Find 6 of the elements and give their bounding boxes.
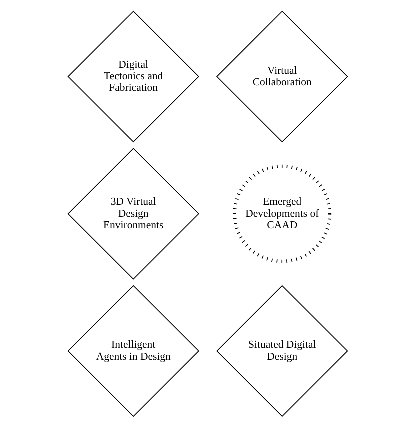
node-circle: Emerged Developments of CAAD	[232, 164, 332, 264]
node-diamond: 3D Virtual Design Environments	[67, 148, 199, 280]
node-diamond: Situated Digital Design	[216, 285, 348, 418]
node-diamond: Intelligent Agents in Design	[67, 285, 199, 418]
node-diamond: Virtual Collaboration	[216, 10, 348, 143]
node-diamond: Digital Tectonics and Fabrication	[67, 10, 199, 143]
